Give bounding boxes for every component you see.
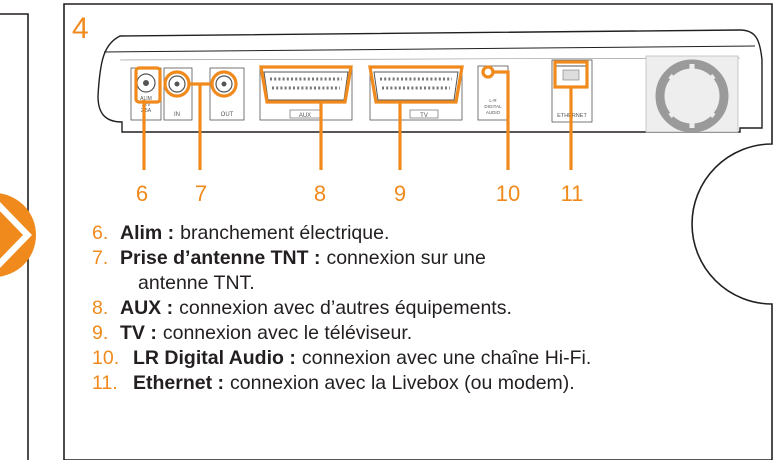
item-number: 11.	[92, 372, 118, 394]
list-item-antenna-continued: antenne TNT.	[92, 271, 591, 296]
list-item-tv: 9. TV : connexion avec le téléviseur.	[92, 321, 591, 346]
connector-list: 6. Alim : branchement électrique. 7. Pri…	[92, 221, 591, 396]
callout-number-9: 9	[394, 181, 406, 206]
callout-number-10: 10	[496, 181, 520, 206]
alim-amp-marking: 2.5A	[141, 108, 152, 114]
item-number: 6.	[92, 222, 109, 244]
item-label: AUX :	[120, 297, 174, 319]
previous-panel-edge	[0, 13, 29, 460]
item-label: Ethernet :	[133, 372, 225, 394]
callout-highlight-6	[134, 66, 162, 104]
alim-marking: ALIM	[140, 96, 152, 102]
in-marking: IN	[174, 112, 180, 118]
item-text: connexion avec d’autres équipements.	[179, 297, 512, 319]
callout-number-11: 11	[561, 181, 584, 206]
list-item-digital-audio: 10. LR Digital Audio : connexion avec un…	[92, 346, 591, 371]
item-text: connexion avec une chaîne Hi-Fi.	[301, 347, 592, 369]
item-number: 10.	[92, 347, 120, 369]
callout-highlight-8	[259, 65, 353, 104]
callout-number-6: 6	[136, 181, 148, 206]
next-arrow-icon	[0, 193, 36, 277]
callout-highlights	[134, 60, 589, 170]
item-number: 7.	[92, 247, 109, 269]
callout-highlight-9	[368, 65, 464, 104]
step-number: 4	[72, 12, 89, 45]
item-text: connexion sur une	[326, 247, 486, 269]
item-number: 9.	[92, 322, 109, 344]
item-text: connexion avec la Livebox (ou modem).	[230, 372, 575, 394]
list-item-aux: 8. AUX : connexion avec d’autres équipem…	[92, 296, 591, 321]
list-item-ethernet: 11. Ethernet : connexion avec la Livebox…	[92, 371, 591, 396]
callout-number-7: 7	[195, 181, 207, 206]
callout-leader-7	[189, 82, 212, 170]
tv-scart-port: TV	[369, 65, 463, 121]
list-item-alim: 6. Alim : branchement électrique.	[92, 221, 591, 246]
item-number: 8.	[92, 297, 109, 319]
item-text: branchement électrique.	[180, 222, 390, 244]
item-label: TV :	[120, 322, 157, 344]
digital-audio-marking: DIGITAL	[484, 104, 502, 109]
digital-audio-audio-marking: AUDIO	[486, 110, 501, 115]
item-label: LR Digital Audio :	[133, 347, 296, 369]
alim-volt-marking: 12V	[142, 102, 152, 108]
digital-audio-lr-marking: L-R	[489, 98, 497, 103]
item-text: connexion avec le téléviseur.	[162, 322, 413, 344]
aux-scart-port: AUX	[259, 65, 353, 121]
tv-marking: TV	[420, 113, 428, 119]
item-text-continued: antenne TNT.	[138, 272, 255, 294]
out-marking: OUT	[221, 112, 234, 118]
item-label: Prise d’antenne TNT :	[120, 247, 321, 269]
callout-number-8: 8	[314, 181, 326, 206]
item-label: Alim :	[120, 222, 175, 244]
aux-marking: AUX	[299, 113, 311, 119]
list-item-antenna: 7. Prise d’antenne TNT : connexion sur u…	[92, 246, 591, 271]
